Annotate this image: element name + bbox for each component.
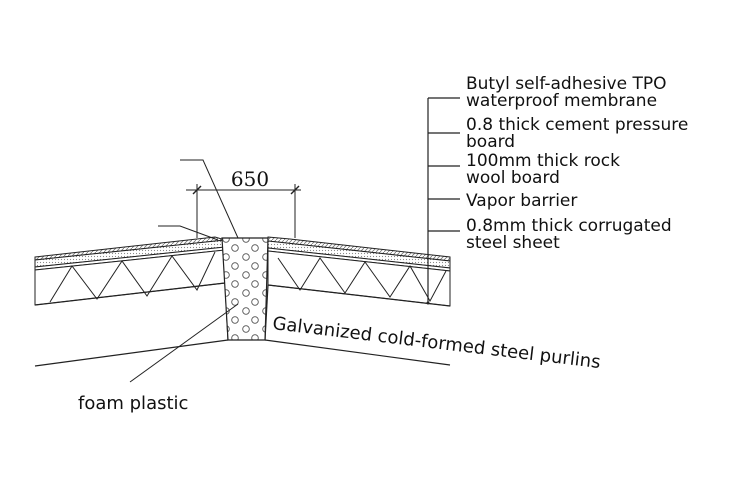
layer-1-label-line2: waterproof membrane	[466, 91, 657, 111]
layer-1-label-line1: Butyl self-adhesive TPO	[466, 74, 666, 94]
layer-callout-leader	[426, 97, 460, 305]
foam-label-leader	[129, 303, 239, 383]
layer-5-label-line1: 0.8mm thick corrugated	[466, 216, 672, 236]
left-corrugation-zigzag	[49, 251, 216, 303]
dimension-650: 650	[186, 167, 301, 238]
left-roof-layers	[34, 236, 226, 306]
purlin-label: Galvanized cold-formed steel purlins	[271, 313, 601, 373]
right-corrugation-zigzag	[277, 257, 447, 303]
layer-2-label-line1: 0.8 thick cement pressure	[466, 115, 688, 135]
layer-3-label-line2: wool board	[466, 168, 560, 188]
dimension-value: 650	[231, 167, 269, 191]
ridge-leaders	[158, 159, 239, 241]
layer-3-label-line1: 100mm thick rock	[466, 151, 620, 171]
layer-2-label-line2: board	[466, 132, 515, 152]
ridge-foam-plastic	[221, 237, 269, 341]
layer-4-label-line1: Vapor barrier	[466, 191, 577, 211]
foam-plastic-label: foam plastic	[78, 393, 188, 414]
layer-labels: Butyl self-adhesive TPO waterproof membr…	[466, 74, 688, 253]
layer-5-label-line2: steel sheet	[466, 233, 560, 253]
